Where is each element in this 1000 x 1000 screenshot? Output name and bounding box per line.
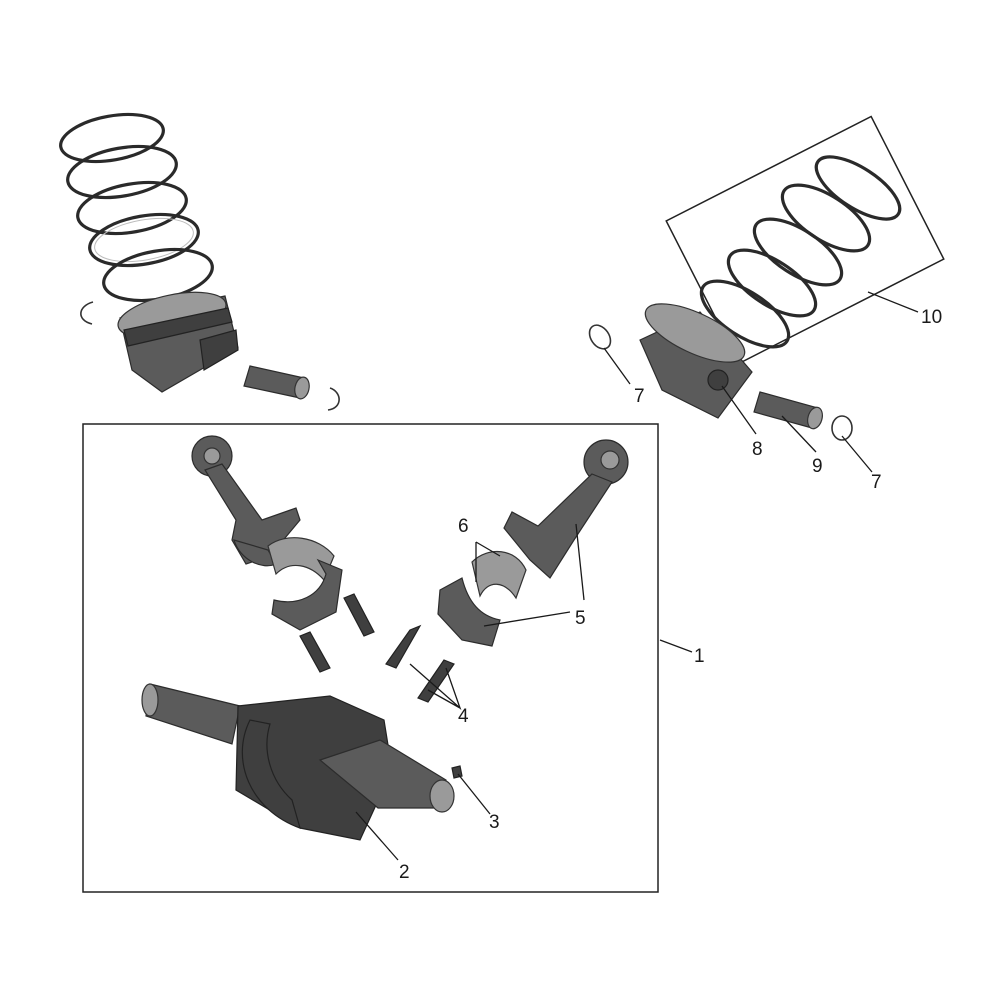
- left-piston-pin: [243, 365, 310, 400]
- left-snap-ring-b: [327, 387, 340, 411]
- callout-2: 2: [399, 862, 410, 883]
- right-piston: [639, 303, 753, 419]
- left-piston: [117, 291, 239, 393]
- left-rod-bolts: [299, 593, 375, 673]
- left-snap-ring-a: [80, 301, 94, 325]
- left-rod-cap: [271, 558, 343, 631]
- callout-10: 10: [921, 307, 942, 328]
- callout-7-left: 7: [634, 386, 645, 407]
- left-piston-rings: [59, 112, 214, 303]
- right-snap-ring-b: [831, 415, 853, 441]
- callout-6: 6: [458, 516, 469, 537]
- right-piston-rings: [699, 155, 902, 349]
- right-connecting-rod: [503, 439, 629, 579]
- callout-9: 9: [812, 456, 823, 477]
- right-piston-pin: [753, 391, 823, 430]
- callout-3: 3: [489, 812, 500, 833]
- left-connecting-rod: [191, 435, 301, 567]
- right-rod-cap: [437, 577, 501, 647]
- crankshaft: [141, 683, 455, 841]
- leader-lines: [355, 291, 919, 861]
- callout-4: 4: [458, 706, 469, 727]
- callout-7-right: 7: [871, 472, 882, 493]
- callout-8: 8: [752, 439, 763, 460]
- left-bearing-shell: [267, 537, 335, 582]
- callout-1: 1: [694, 646, 705, 667]
- callout-5: 5: [575, 608, 586, 629]
- crank-assembly-frame: [82, 423, 659, 893]
- right-rod-bolts: [385, 624, 455, 703]
- right-snap-ring-a: [588, 324, 612, 350]
- right-bearing-shell: [471, 550, 527, 600]
